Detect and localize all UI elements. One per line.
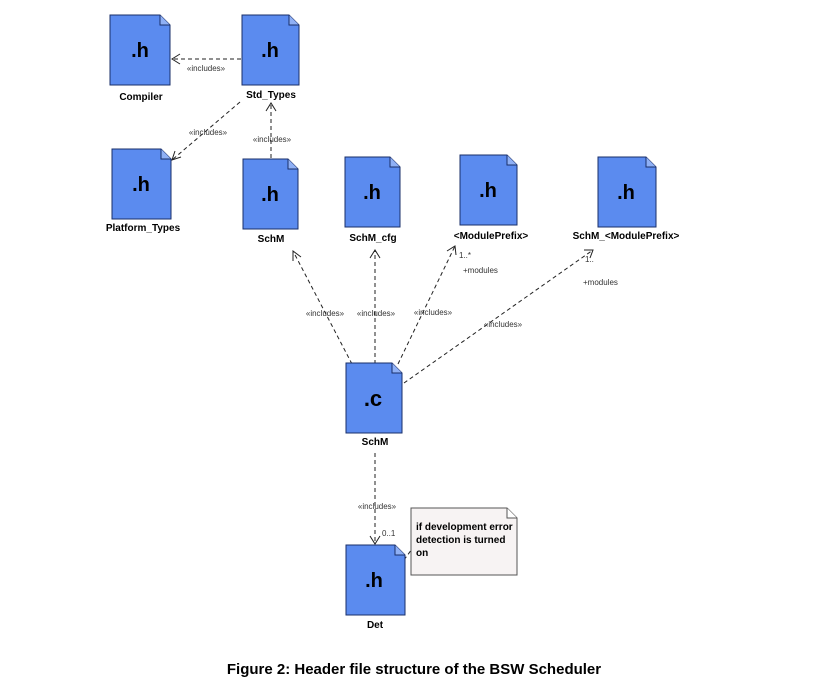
file-name: SchM: [258, 234, 285, 245]
file-name: SchM_cfg: [349, 233, 396, 244]
file-name: Platform_Types: [106, 223, 181, 234]
multiplicity-schm-module-prefix: 1..: [585, 255, 594, 264]
file-det: .h Det: [345, 544, 406, 631]
file-ext: .h: [617, 182, 635, 204]
file-schm-module-prefix: .h SchM_<ModulePrefix>: [573, 156, 680, 242]
relation-labels: «includes» «includes» «includes» «includ…: [187, 64, 618, 538]
file-schm-c: .c SchM: [345, 362, 403, 448]
includes-label-module-prefix: «includes»: [414, 308, 453, 317]
file-ext: .c: [364, 386, 382, 411]
file-schm-cfg: .h SchM_cfg: [344, 156, 401, 244]
note-shape: [410, 507, 518, 576]
figure-caption: Figure 2: Header file structure of the B…: [226, 661, 602, 678]
role-modules-schm-module-prefix: +modules: [583, 278, 618, 287]
includes-label-det: «includes»: [358, 502, 397, 511]
file-ext: .h: [479, 180, 497, 202]
file-schm-h: .h SchM: [242, 158, 299, 245]
file-ext: .h: [131, 40, 149, 62]
file-name: SchM_<ModulePrefix>: [573, 231, 680, 242]
multiplicity-det: 0..1: [382, 529, 396, 538]
multiplicity-module-prefix: 1..*: [459, 251, 471, 260]
file-ext: .h: [132, 174, 150, 196]
includes-label-schm-h: «includes»: [306, 309, 345, 318]
file-std-types: .h Std_Types: [241, 14, 300, 101]
file-ext: .h: [365, 570, 383, 592]
file-name: Compiler: [119, 92, 162, 103]
file-compiler: .h Compiler: [109, 14, 171, 103]
file-name: SchM: [362, 437, 389, 448]
dependency-arrows: [171, 53, 594, 561]
includes-label-platform-types: «includes»: [189, 128, 228, 137]
file-name: <ModulePrefix>: [454, 231, 529, 242]
includes-label-compiler: «includes»: [187, 64, 226, 73]
note-text: if development error detection is turned…: [416, 522, 513, 559]
file-ext: .h: [261, 184, 279, 206]
includes-label-schm-module-prefix: «includes»: [484, 320, 523, 329]
includes-label-schm-cfg: «includes»: [357, 309, 396, 318]
file-name: Std_Types: [246, 90, 296, 101]
file-name: Det: [367, 620, 384, 631]
file-ext: .h: [363, 182, 381, 204]
file-platform-types: .h Platform_Types: [106, 148, 181, 234]
role-modules-module-prefix: +modules: [463, 266, 498, 275]
file-module-prefix: .h <ModulePrefix>: [454, 154, 529, 242]
file-ext: .h: [261, 40, 279, 62]
includes-label-std-types: «includes»: [253, 135, 292, 144]
